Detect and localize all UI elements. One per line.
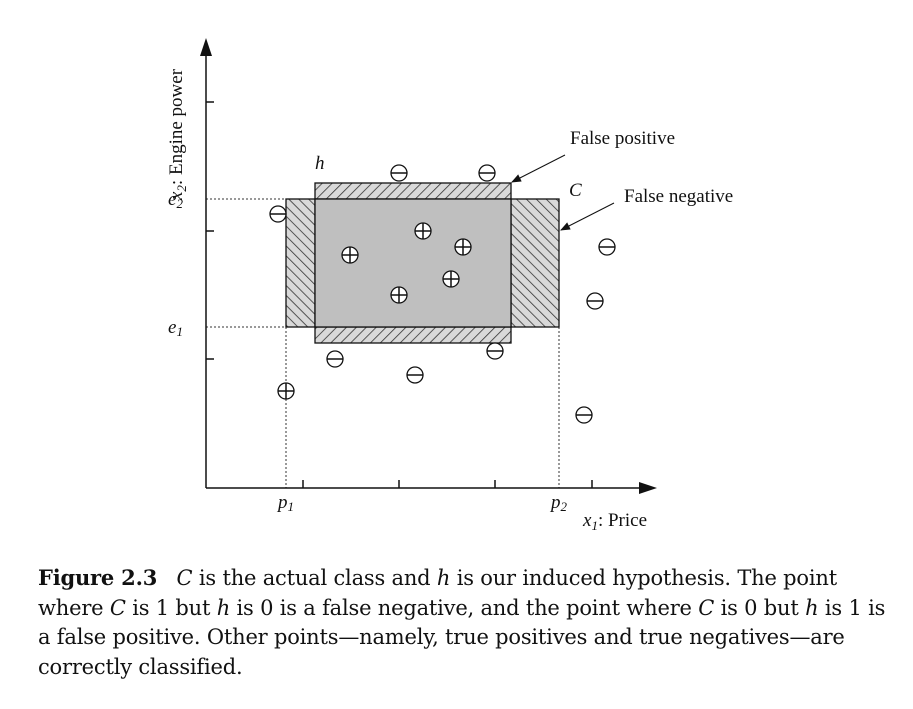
true-positive-region: [314, 198, 512, 328]
caption-fragment: h: [436, 566, 451, 590]
negative-point: [575, 406, 593, 424]
p2-label: p2: [549, 492, 568, 514]
false-negative-label: False negative: [624, 186, 733, 207]
positive-point: [442, 270, 460, 288]
false-negative-region-right: [510, 198, 560, 328]
caption-fragment: h: [805, 595, 819, 620]
caption-text: C is the actual class and h is our induc…: [38, 566, 885, 679]
caption-fragment: is 1 is a false positive. Other points—n…: [38, 595, 886, 679]
data-points: [269, 164, 616, 424]
x-axis-label: x1: Price: [582, 510, 647, 533]
false-positive-region-top: [314, 182, 512, 200]
negative-point: [486, 342, 504, 360]
negative-point: [390, 164, 408, 182]
caption-fragment: is the actual class and: [192, 566, 437, 590]
axes: [205, 50, 645, 489]
negative-point: [269, 205, 287, 223]
negative-point: [326, 350, 344, 368]
p1-label: p1: [276, 492, 294, 514]
figure-caption: Figure 2.3 C is the actual class and h i…: [38, 563, 888, 682]
false-positive-arrow: [511, 154, 566, 183]
positive-point: [414, 222, 432, 240]
h-label: h: [315, 153, 325, 174]
y-axis-label: x2: Engine power: [166, 68, 189, 201]
guide-lines: [206, 198, 560, 488]
false-negative-arrow: [560, 202, 615, 231]
positive-point: [277, 382, 295, 400]
caption-fragment: h: [216, 595, 231, 620]
caption-fragment: C: [176, 566, 193, 590]
false-positive-label: False positive: [570, 128, 675, 149]
positive-point: [454, 238, 472, 256]
false-negative-region-left: [285, 198, 316, 328]
caption-fragment: C: [109, 595, 126, 620]
false-positive-region-bottom: [314, 326, 512, 344]
figure-number: Figure 2.3: [38, 565, 158, 590]
caption-fragment: is 1 but: [125, 595, 217, 620]
negative-point: [586, 292, 604, 310]
caption-fragment: is 0 is a false negative, and the point …: [230, 595, 699, 620]
positive-point: [390, 286, 408, 304]
y-axis-arrow-icon: [200, 38, 212, 56]
negative-point: [598, 238, 616, 256]
negative-point: [478, 164, 496, 182]
e2-label: e2: [168, 189, 183, 211]
caption-fragment: is our induced hypothesis. The point whe…: [38, 566, 837, 620]
caption-fragment: C: [698, 595, 715, 620]
e1-label: e1: [168, 317, 183, 339]
positive-point: [341, 246, 359, 264]
caption-fragment: is 0 but: [714, 595, 806, 620]
x-axis-arrow-icon: [639, 482, 657, 494]
c-label: C: [569, 180, 582, 201]
negative-point: [406, 366, 424, 384]
